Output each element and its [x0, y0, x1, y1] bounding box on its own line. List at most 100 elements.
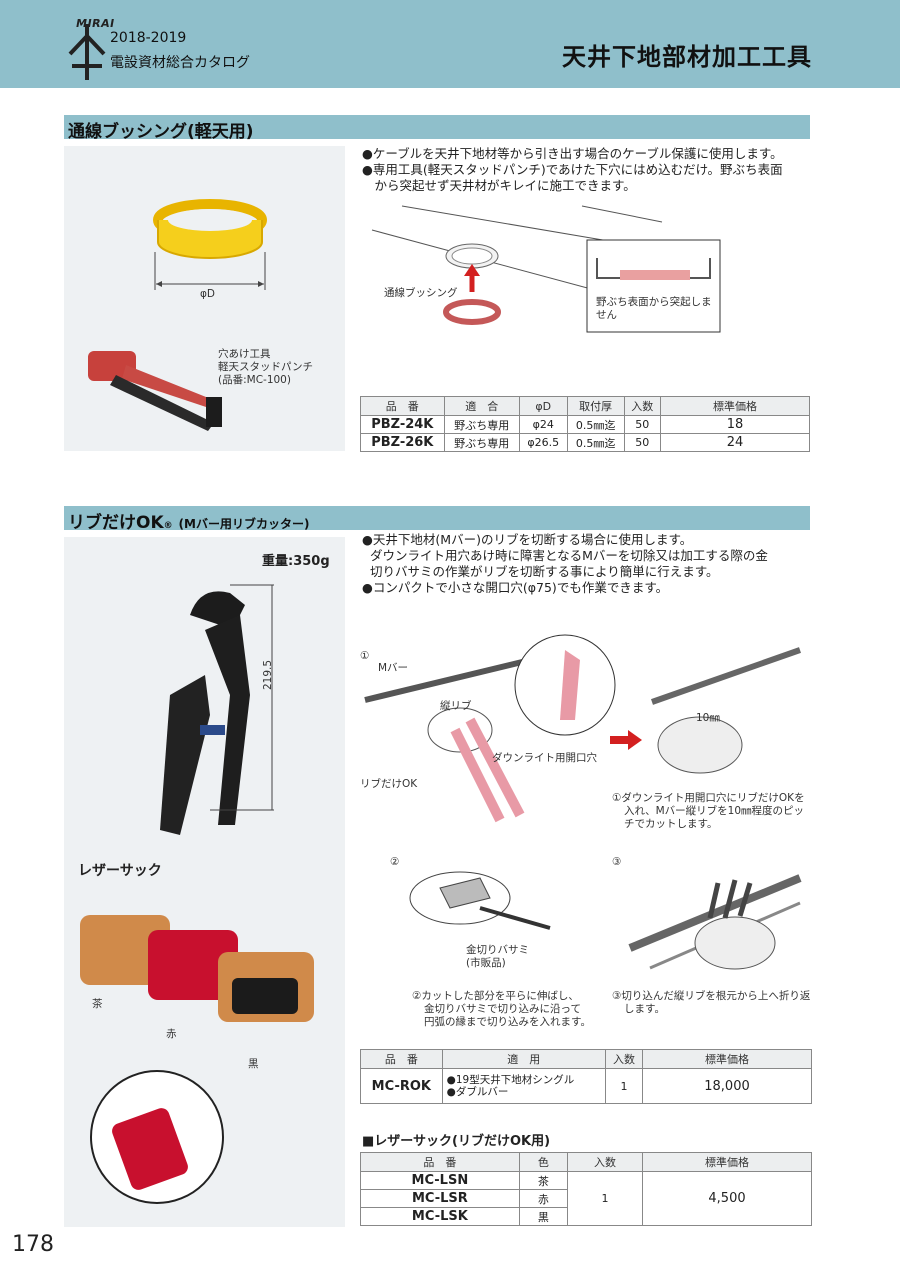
callout-line: せん [596, 309, 617, 321]
cell: φ24 [518, 415, 568, 434]
bullet-line: ●天井下地材(Mバー)のリブを切断する場合に使用します。 [362, 532, 693, 547]
page-title: 天井下地部材加工工具 [562, 43, 812, 71]
bullet-line: 切りバサミの作業がリブを切断する事により簡単に行えます。 [370, 564, 719, 579]
logo-text: MIRAI [74, 17, 116, 30]
cell: 赤 [518, 1189, 569, 1208]
bushing-label: 通線ブッシング [384, 287, 458, 299]
table-row: PBZ-26K 野ぶち専用 φ26.5 0.5㎜迄 50 24 [360, 433, 810, 452]
th-price: 標準価格 [660, 396, 810, 416]
page-number: 178 [12, 1232, 54, 1257]
cell: 4,500 [642, 1171, 812, 1226]
mbar-label: Mバー [378, 662, 409, 674]
cell: 茶 [518, 1171, 569, 1190]
use-line: ●ダブルバー [446, 1086, 509, 1098]
scissors-label: 金切りバサミ (市販品) [466, 944, 529, 970]
tool-caption-line: (品番:MC-100) [218, 374, 291, 386]
step2-line: ②カットした部分を平らに伸ばし、 [412, 990, 579, 1002]
tool-caption-line: 穴あけ工具 [218, 348, 271, 360]
cell: 野ぶち専用 [443, 415, 520, 434]
section1-table: 品 番 適 合 φD 取付厚 入数 標準価格 PBZ-24K 野ぶち専用 φ24… [360, 396, 810, 452]
bullet-line: ●コンパクトで小さな開口穴(φ75)でも作業できます。 [362, 580, 669, 595]
tool-caption: 穴あけ工具 軽天スタッドパンチ (品番:MC-100) [218, 348, 313, 387]
cell: 50 [623, 433, 662, 452]
cell: 50 [623, 415, 662, 434]
leather-table: 品 番 色 入数 標準価格 MC-LSN 茶 1 4,500 MC-LSR 赤 … [360, 1152, 812, 1226]
section2-title-text: リブだけOK [68, 513, 164, 533]
color-label-brown: 茶 [92, 998, 103, 1010]
section1-bar [64, 115, 810, 139]
th-qty: 入数 [623, 396, 662, 416]
weight-label: 重量:350g [262, 554, 330, 569]
catalog-years: 2018-2019 [110, 30, 187, 46]
th-fit: 適 合 [443, 396, 520, 416]
th-diam: φD [518, 396, 568, 416]
table-row: PBZ-24K 野ぶち専用 φ24 0.5㎜迄 50 18 [360, 415, 810, 434]
callout-text: 野ぶち表面から突起しま せん [596, 296, 712, 322]
cell: MC-LSK [360, 1207, 520, 1226]
cell: 黒 [518, 1207, 569, 1226]
bullet-line: から突起せず天井材がキレイに施工できます。 [362, 178, 636, 193]
section2-bullets: ●天井下地材(Mバー)のリブを切断する場合に使用します。 ダウンライト用穴あけ時… [362, 532, 817, 596]
mirai-logo-icon [68, 24, 106, 80]
stud-punch-image [88, 351, 222, 431]
dimension-label: 219.5 [262, 659, 274, 690]
th-use: 適 用 [441, 1049, 606, 1069]
use-line: ●19型天井下地材シングル [446, 1074, 575, 1086]
tool-caption-line: 軽天スタッドパンチ [218, 361, 314, 373]
bullet-line: ●専用工具(軽天スタッドパンチ)であけた下穴にはめ込むだけ。野ぶち表面 [362, 162, 783, 177]
catalog-name: 電設資材総合カタログ [110, 55, 250, 71]
section2-title: リブだけOK® (Mバー用リブカッター) [68, 508, 309, 533]
th-code: 品 番 [360, 1152, 520, 1172]
step3-line: ③切り込んだ縦リブを根元から上へ折り返 [612, 990, 811, 1002]
tool-label: リブだけOK [360, 778, 418, 790]
th-price: 標準価格 [642, 1049, 812, 1069]
table-row: MC-ROK ●19型天井下地材シングル ●ダブルバー 1 18,000 [360, 1068, 812, 1104]
color-label-black: 黒 [248, 1058, 259, 1070]
cell: φ26.5 [518, 433, 568, 452]
step1-line: チでカットします。 [624, 818, 718, 830]
cell: 野ぶち専用 [443, 433, 520, 452]
rib-cutter-image [160, 584, 274, 835]
bullet-line: ●ケーブルを天井下地材等から引き出す場合のケーブル保護に使用します。 [362, 146, 783, 161]
th-code: 品 番 [360, 396, 445, 416]
step3-diagram [628, 874, 802, 970]
cell: PBZ-26K [360, 433, 445, 452]
step1-text: ①ダウンライト用開口穴にリブだけOKを 入れ、Mバー縦リブを10㎜程度のピッ チ… [612, 792, 805, 831]
leather-table-title: ■レザーサック(リブだけOK用) [362, 1134, 551, 1149]
bullet-line: ダウンライト用穴あけ時に障害となるMバーを切除又は加工する際の金 [370, 548, 768, 563]
cell: PBZ-24K [360, 415, 445, 434]
hole-label: ダウンライト用開口穴 [492, 752, 597, 764]
section2-bar [64, 506, 810, 530]
step2-line: 円弧の縁まで切り込みを入れます。 [424, 1016, 591, 1028]
cell: 18,000 [642, 1068, 812, 1104]
scissors-line: (市販品) [466, 957, 506, 969]
callout-line: 野ぶち表面から突起しま [596, 296, 712, 308]
color-label-red: 赤 [166, 1028, 177, 1040]
registered-mark: ® [163, 521, 173, 531]
step2-diagram [409, 871, 551, 930]
bushing-install-diagram [371, 205, 721, 333]
table-row: MC-LSK 黒 [360, 1207, 812, 1226]
header-band [0, 0, 900, 88]
step2-number: ② [390, 856, 400, 868]
section1-title: 通線ブッシング(軽天用) [68, 122, 254, 142]
step2-text: ②カットした部分を平らに伸ばし、 金切りバサミで切り込みに沿って 円弧の縁まで切… [412, 990, 591, 1029]
step2-line: 金切りバサミで切り込みに沿って [424, 1003, 581, 1015]
leather-sack-black [218, 952, 314, 1022]
th-qty: 入数 [604, 1049, 644, 1069]
leather-heading: レザーサック [78, 863, 162, 879]
scissors-line: 金切りバサミ [466, 944, 529, 956]
cell: 18 [660, 415, 810, 434]
step1-number: ① [360, 650, 370, 662]
th-price: 標準価格 [642, 1152, 812, 1172]
step1-line: ①ダウンライト用開口穴にリブだけOKを [612, 792, 805, 804]
cell: MC-LSR [360, 1189, 520, 1208]
th-color: 色 [518, 1152, 569, 1172]
section1-bullets: ●ケーブルを天井下地材等から引き出す場合のケーブル保護に使用します。 ●専用工具… [362, 146, 812, 194]
cell: 24 [660, 433, 810, 452]
step3-number: ③ [612, 856, 622, 868]
bushing-image [153, 199, 267, 290]
cell: MC-ROK [360, 1068, 443, 1104]
section2-subtitle: (Mバー用リブカッター) [178, 517, 310, 531]
step1-diagram [364, 634, 801, 823]
